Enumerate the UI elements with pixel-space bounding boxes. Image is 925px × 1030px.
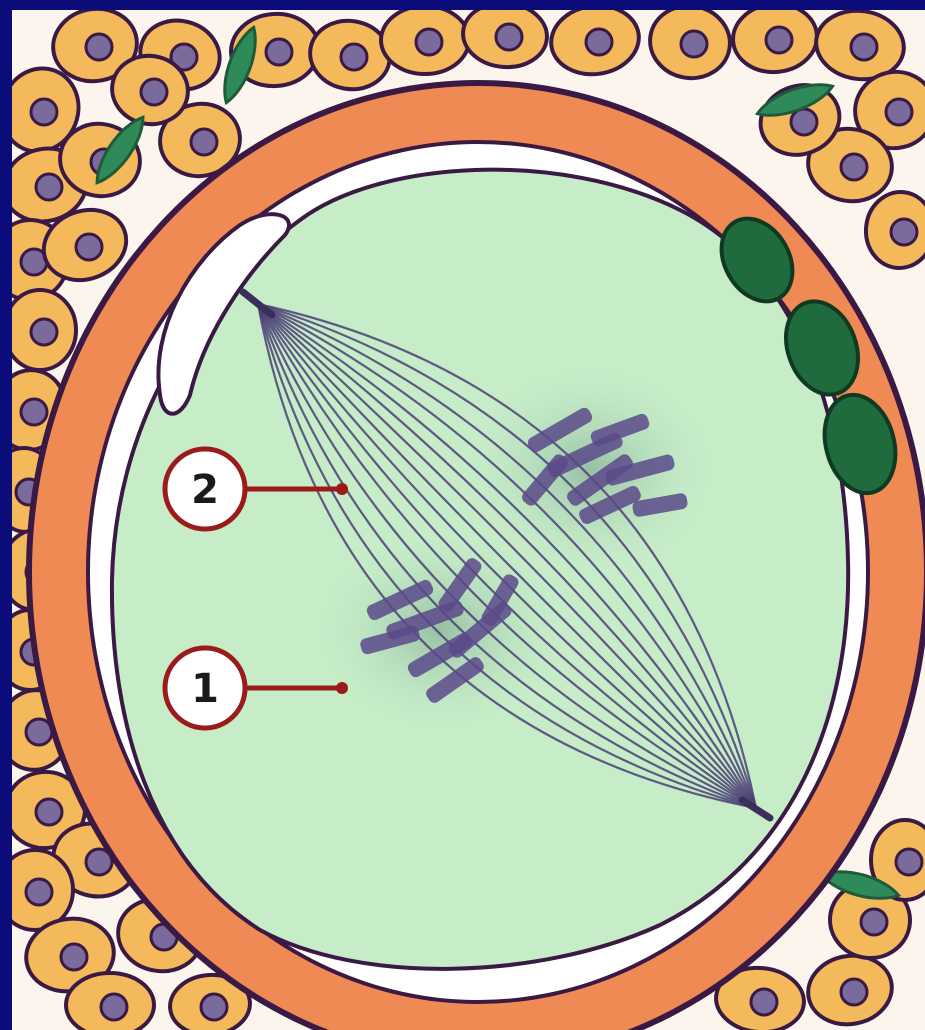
callout-1-label: 1 [191,666,219,712]
callout-1-dot [336,682,348,694]
callout-2-label: 2 [191,467,219,513]
cumulus-cell-icon [66,973,154,1030]
cumulus-cell-icon [381,6,469,74]
callout-2-dot [336,483,348,495]
cumulus-cell-icon [4,290,76,370]
chromatin-region-lower [310,525,570,735]
